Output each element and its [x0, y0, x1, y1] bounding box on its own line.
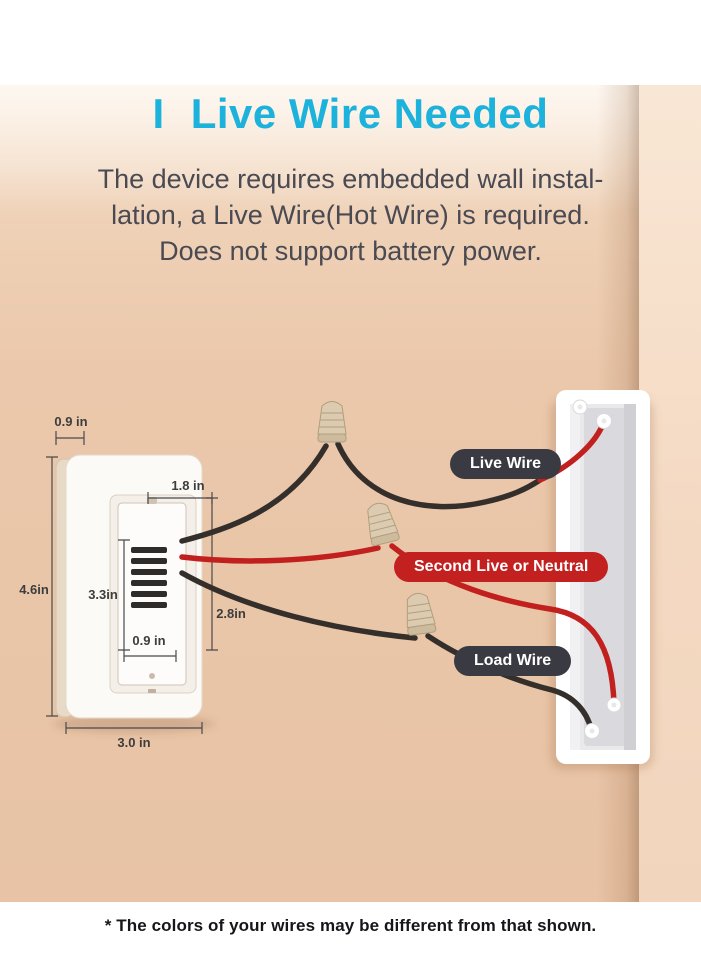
- description: The device requires embedded wall instal…: [0, 161, 701, 269]
- description-line: lation, a Live Wire(Hot Wire) is require…: [111, 200, 590, 230]
- switch-screw: [149, 673, 155, 679]
- switch-bottom-port: [148, 689, 156, 693]
- dim-plate-width: 3.0 in: [117, 735, 150, 750]
- bottom-white-strip: * The colors of your wires may be differ…: [0, 902, 701, 960]
- dimension-labels: 0.9 in 1.8 in 4.6in 3.3in 2.8in 0.9 in 3…: [19, 414, 246, 750]
- live-wire-label: Live Wire: [450, 449, 561, 479]
- wire-black-to-top-nut: [179, 443, 329, 544]
- dim-module-height: 2.8in: [216, 606, 246, 621]
- dim-module-width: 1.8 in: [171, 478, 204, 493]
- second-live-or-neutral-label: Second Live or Neutral: [394, 552, 609, 582]
- footnote-text: * The colors of your wires may be differ…: [104, 916, 597, 935]
- switch-top-tab: [147, 497, 157, 504]
- title-accent-bar: I: [152, 90, 165, 137]
- wire-black-to-bottom-nut: [179, 570, 418, 641]
- dim-inner-height: 3.3in: [88, 587, 118, 602]
- page-title: I Live Wire Needed: [0, 90, 701, 138]
- box-cable-ports: [572, 399, 622, 739]
- title-text: Live Wire Needed: [190, 90, 549, 137]
- wire-red-to-middle-nut: [179, 545, 381, 564]
- dim-inner-width: 0.9 in: [132, 633, 165, 648]
- top-white-strip: [0, 0, 701, 85]
- dim-side-depth: 0.9 in: [54, 414, 87, 429]
- dim-plate-height: 4.6in: [19, 582, 49, 597]
- dimension-lines: [46, 431, 218, 734]
- description-line: Does not support battery power.: [159, 236, 542, 266]
- wire-black-live-run: [335, 441, 543, 510]
- wire-nut-bottom: [402, 591, 437, 637]
- wire-nut-top: [317, 401, 347, 443]
- load-wire-label: Load Wire: [454, 646, 572, 676]
- description-line: The device requires embedded wall instal…: [97, 164, 604, 194]
- wall-top-glow: [0, 85, 701, 215]
- vent-slots: [131, 547, 167, 608]
- wire-nut-middle: [362, 499, 401, 547]
- switch-device: [54, 454, 214, 733]
